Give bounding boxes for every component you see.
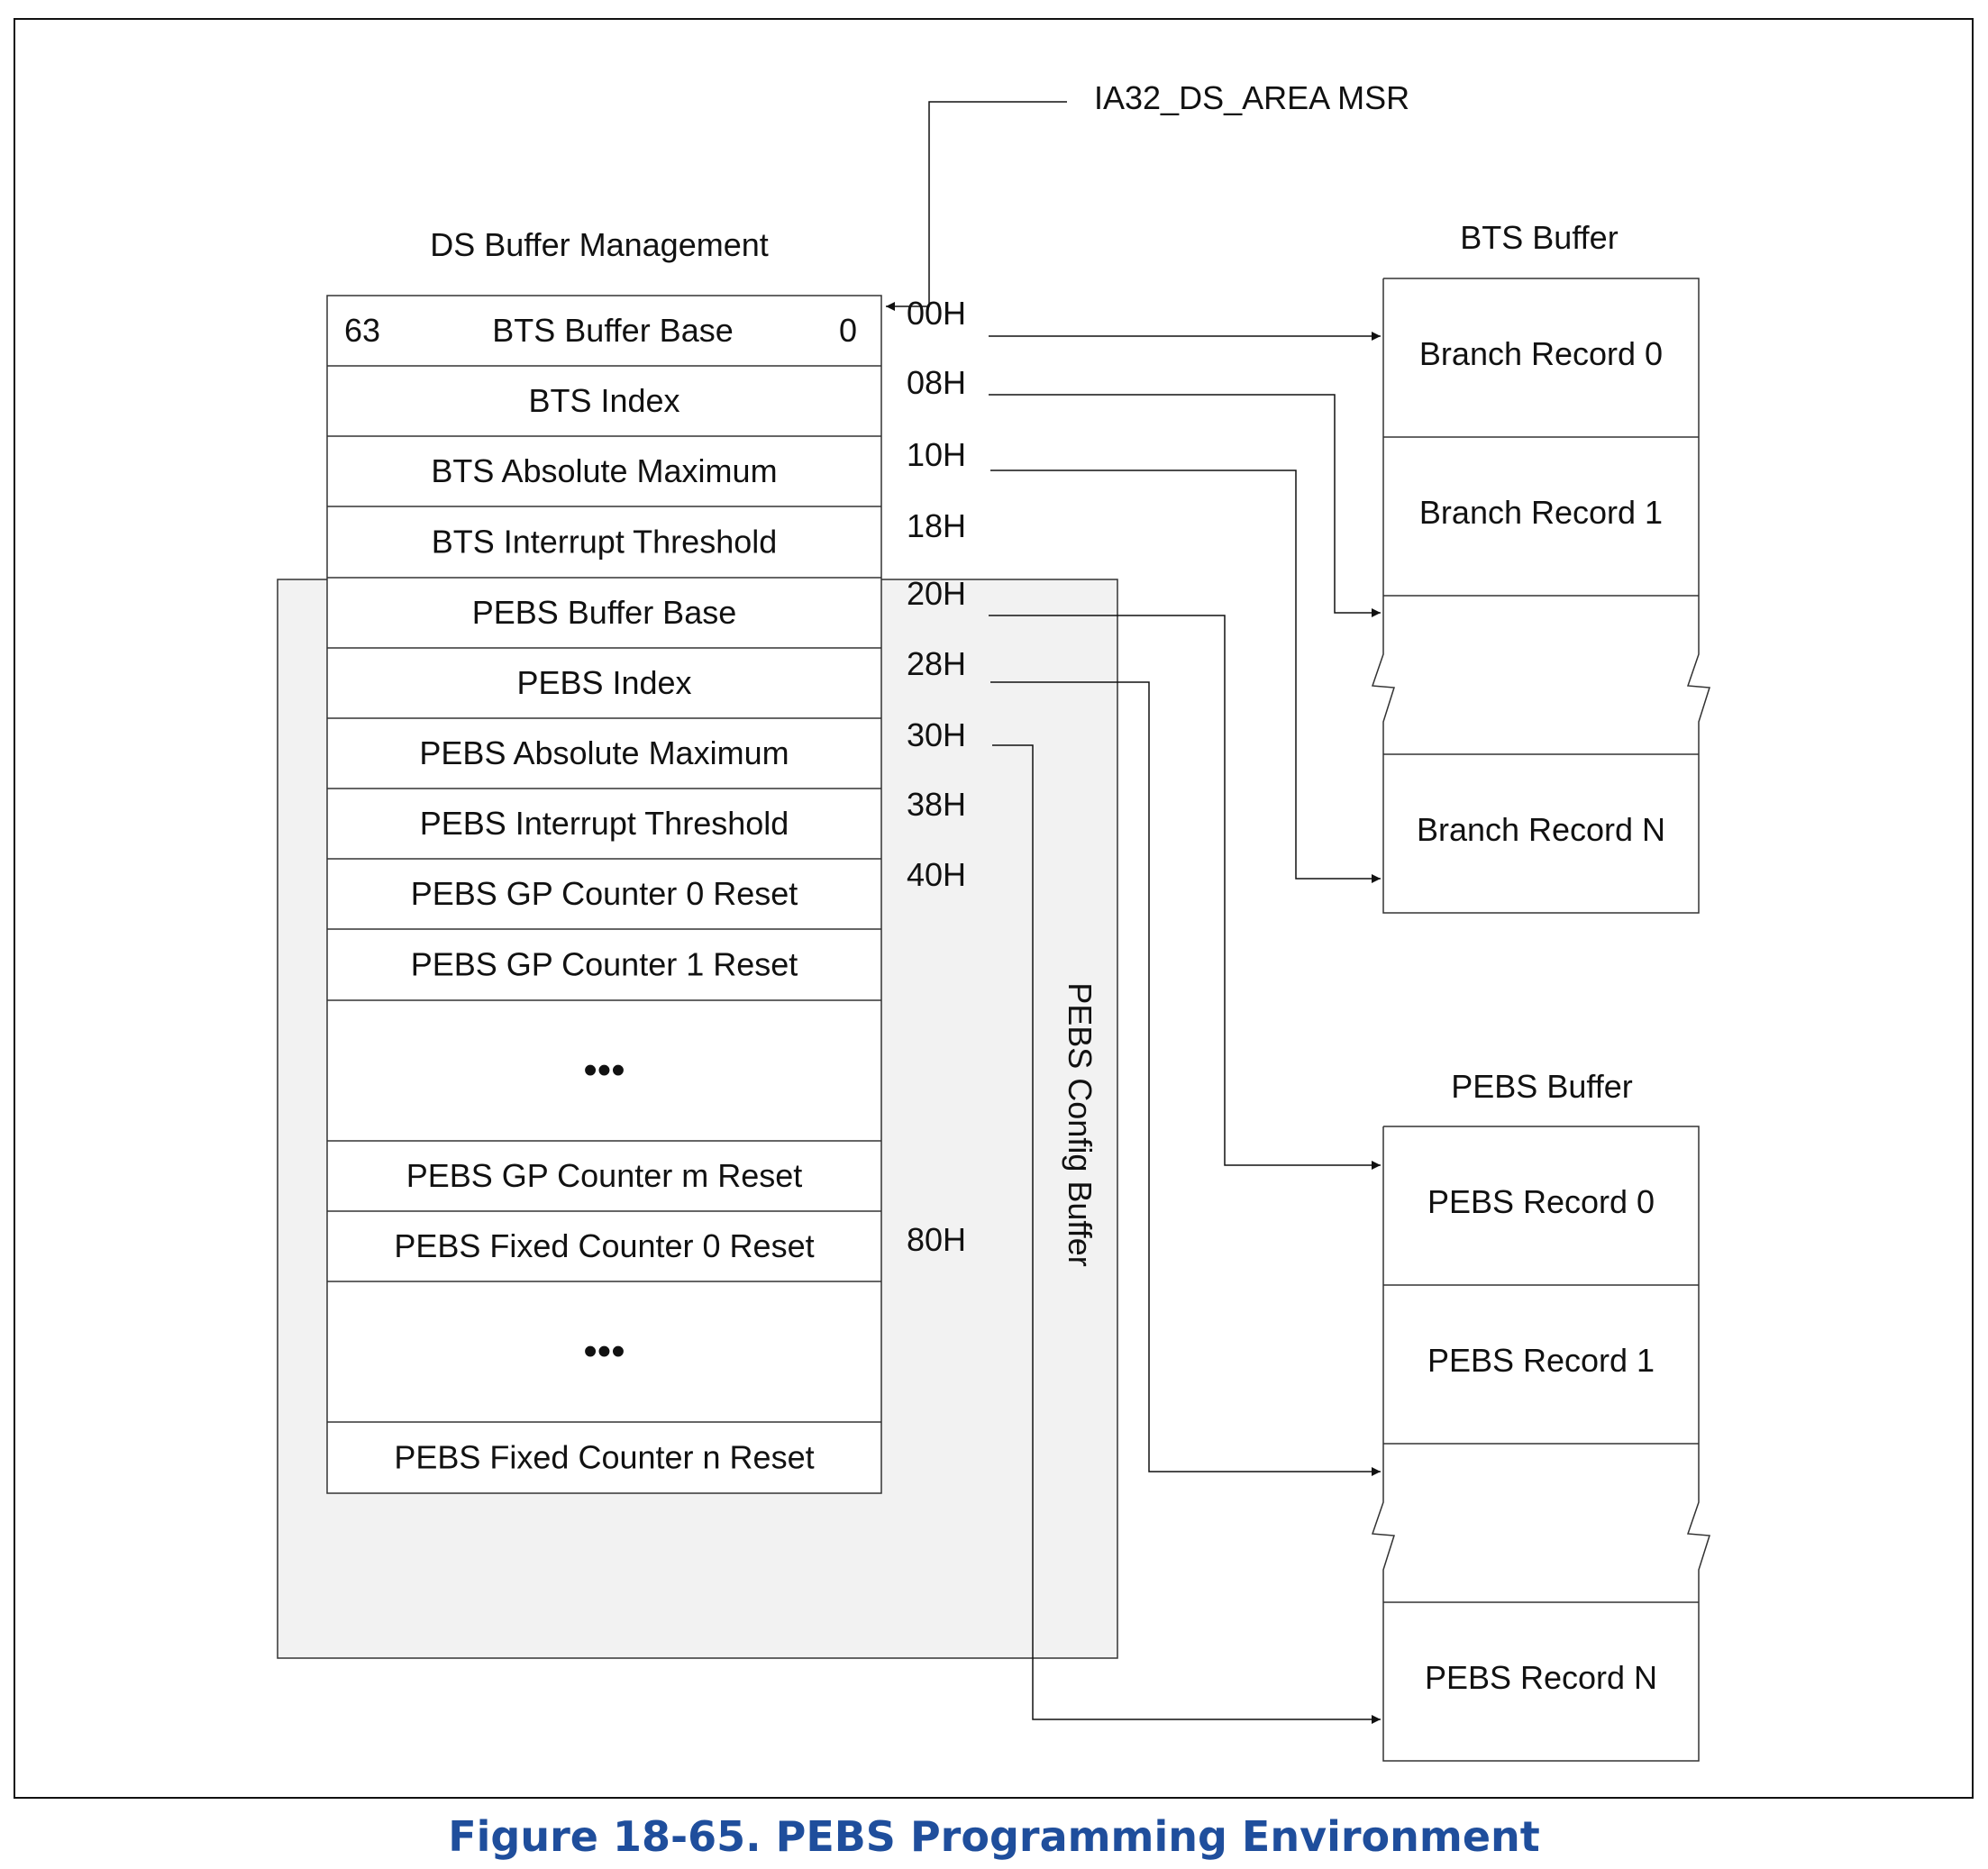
bit-high-label: 63 [344,312,380,349]
ds-row-label: PEBS Fixed Counter 0 Reset [394,1227,814,1264]
ds-row-label: PEBS Buffer Base [472,594,737,631]
ds-row-label: PEBS Fixed Counter n Reset [394,1439,814,1476]
pebs-record: PEBS Record 1 [1427,1342,1655,1379]
bit-low-label: 0 [839,312,857,349]
bts-record: Branch Record 0 [1419,335,1663,372]
ds-row-label: PEBS Interrupt Threshold [420,805,789,842]
ds-offset-label: 18H [907,507,966,544]
pebs-buffer-title: PEBS Buffer [1451,1068,1632,1105]
arrow-pebs-base [989,615,1381,1170]
ds-offset-label: 00H [907,295,966,332]
ds-row-label: PEBS GP Counter 0 Reset [411,875,798,912]
ds-row-label: PEBS GP Counter 1 Reset [411,946,798,983]
bts-record: Branch Record 1 [1419,494,1663,531]
ds-row-label: PEBS GP Counter m Reset [406,1157,803,1194]
ds-offset-label: 30H [907,716,966,753]
pointer-arrows [989,332,1381,1724]
ds-title: DS Buffer Management [430,226,769,263]
ds-row-label: BTS Interrupt Threshold [432,524,778,561]
bts-break-right [1686,596,1710,754]
bts-buffer-title: BTS Buffer [1460,219,1618,256]
ds-offset-label: 28H [907,645,966,682]
ds-table-outline [326,295,882,1494]
bts-break-left [1371,596,1395,754]
ds-row-label: BTS Absolute Maximum [431,452,777,489]
ds-offset-label: 38H [907,786,966,823]
pebs-config-buffer-label: PEBS Config Buffer [1062,982,1099,1267]
pebs-record: PEBS Record 0 [1427,1183,1655,1220]
ds-row-label: PEBS Absolute Maximum [419,734,789,771]
bts-buffer-box: Branch Record 0 Branch Record 1 Branch Rec… [1371,278,1710,914]
pebs-break-left [1371,1444,1395,1602]
ds-row-label: PEBS Index [516,664,691,701]
ds-ellipsis-row: ••• [583,1329,625,1373]
ds-offset-label: 40H [907,856,966,893]
arrow-pebs-index [990,681,1381,1476]
arrow-pebs-abs-max [992,744,1381,1724]
ds-offset-label: 20H [907,575,966,612]
pebs-outline-top [1383,1126,1700,1444]
bts-outline-bottom [1382,754,1700,914]
ds-ellipsis-row: ••• [583,1048,625,1092]
ds-offset-label: 80H [907,1221,966,1258]
ds-row-label: BTS Buffer Base [492,312,733,349]
ds-offset-labels: 00H 08H 10H 18H 20H 28H 30H 38H 40H 80H [907,295,966,1258]
figure-frame [14,18,1974,1799]
arrow-bts-abs-max [990,470,1381,883]
bts-outline-top [1383,278,1700,596]
ia32-pointer-line [886,101,1067,311]
bts-record: Branch Record N [1417,811,1665,848]
arrow-bts-index [989,394,1381,617]
ds-offset-label: 08H [907,364,966,401]
ia32-ds-area-label: IA32_DS_AREA MSR [1094,79,1409,116]
pebs-outline-bottom [1382,1602,1700,1762]
ds-row-label: BTS Index [528,382,679,419]
pebs-record: PEBS Record N [1425,1659,1657,1696]
figure-caption: Figure 18-65. PEBS Programming Environme… [448,1812,1540,1861]
pebs-buffer-box: PEBS Record 0 PEBS Record 1 PEBS Record N [1371,1126,1710,1762]
ds-offset-label: 10H [907,436,966,473]
pebs-break-right [1686,1444,1710,1602]
